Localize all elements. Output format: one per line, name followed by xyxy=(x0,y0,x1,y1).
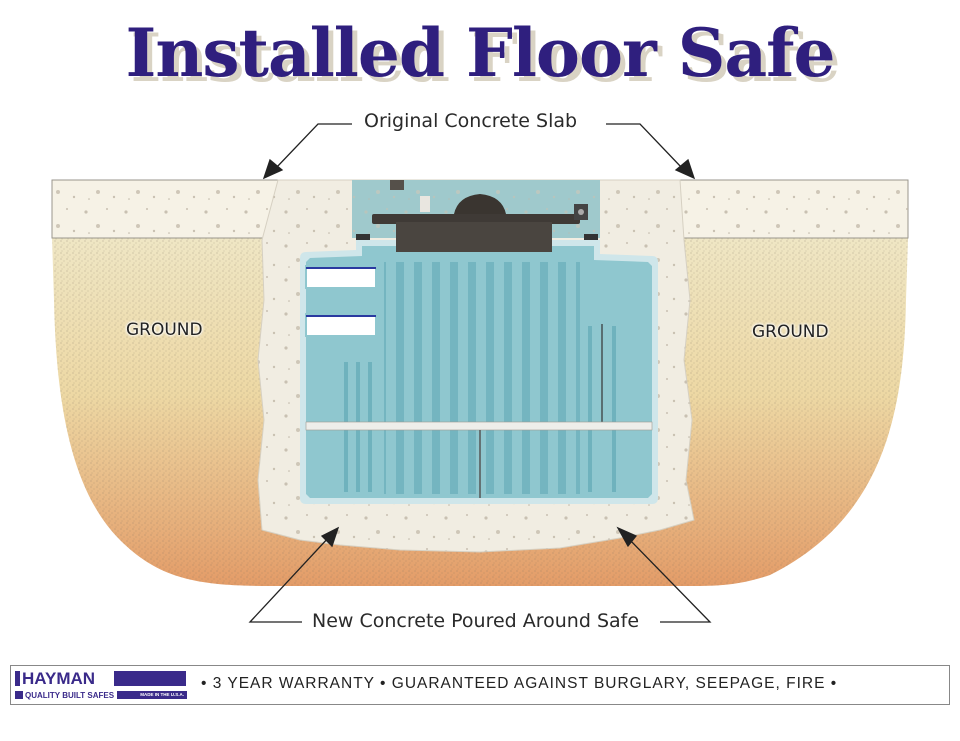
brand-name: HAYMAN xyxy=(22,669,96,688)
brand-tagline: QUALITY BUILT SAFES xyxy=(25,690,115,700)
ground-label-right: GROUND xyxy=(752,322,829,342)
page-title: Installed Floor Safe xyxy=(125,14,835,92)
logo-square-icon xyxy=(15,691,23,699)
logo-bar-icon xyxy=(114,671,186,686)
ground-label-left: GROUND xyxy=(126,320,203,340)
left-shelf-slots xyxy=(305,265,377,337)
logo-bar-icon xyxy=(15,671,20,686)
footer-banner: HAYMAN QUALITY BUILT SAFES MADE IN THE U… xyxy=(10,665,950,705)
hayman-logo: HAYMAN QUALITY BUILT SAFES MADE IN THE U… xyxy=(15,670,187,700)
dial-icon xyxy=(454,194,506,214)
original-concrete-slab-left xyxy=(51,179,279,239)
made-in-usa: MADE IN THE U.S.A. xyxy=(117,691,187,699)
safe-body xyxy=(300,240,658,504)
callout-arrows xyxy=(248,123,712,623)
original-concrete-slab-right xyxy=(679,179,909,239)
warranty-message: • 3 YEAR WARRANTY • GUARANTEED AGAINST B… xyxy=(201,675,838,692)
original-concrete-slab-label: Original Concrete Slab xyxy=(364,110,578,132)
new-concrete-label: New Concrete Poured Around Safe xyxy=(312,610,640,632)
safe-lid xyxy=(352,180,600,252)
